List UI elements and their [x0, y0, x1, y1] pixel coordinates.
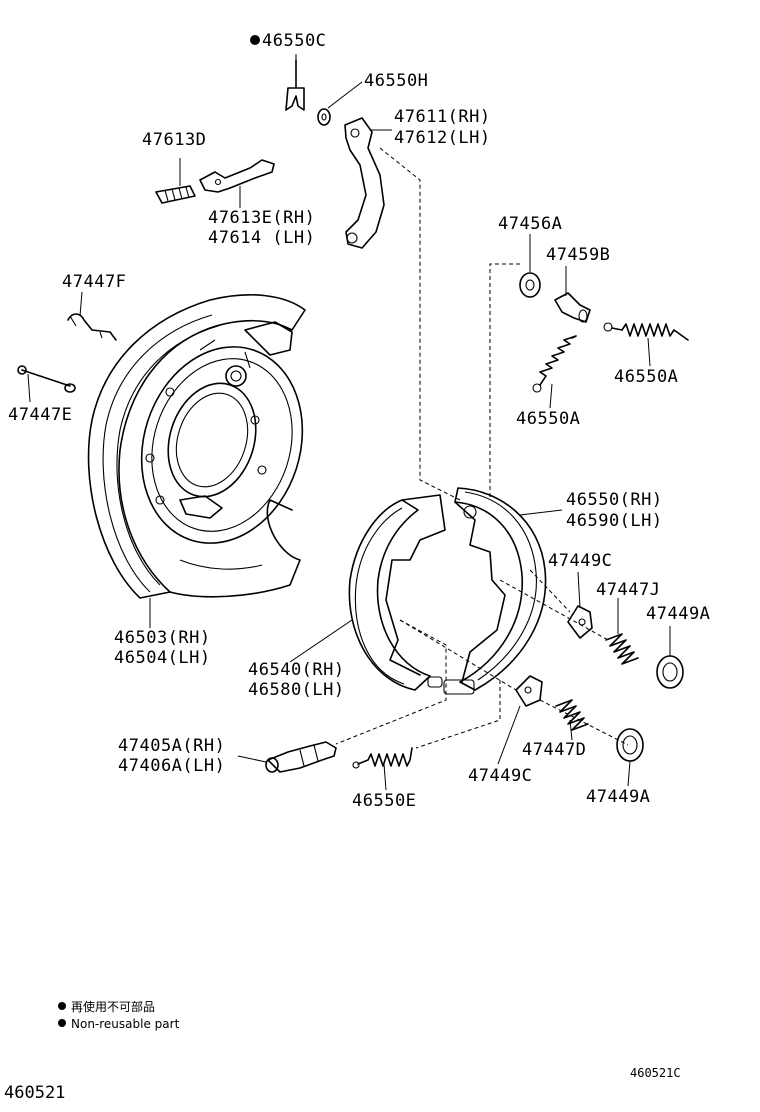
label-46550: 46550(RH) — [566, 490, 663, 510]
cable-bolt-drawing — [17, 313, 117, 393]
legend-text-en: Non-reusable part — [71, 1017, 180, 1031]
label-46504: 46504(LH) — [114, 648, 211, 668]
pin-washer-drawing — [285, 59, 331, 126]
label-46550A-upper: 46550A — [614, 367, 679, 387]
label-46550E: 46550E — [352, 791, 417, 811]
label-47456A: 47456A — [498, 214, 563, 234]
label-46503: 46503(RH) — [114, 628, 211, 648]
non-reusable-marker — [250, 35, 260, 45]
label-46550A-lower: 46550A — [516, 409, 581, 429]
clip-drawing — [155, 185, 196, 204]
assembly-dashed-lines — [335, 147, 629, 749]
label-47406A: 47406A(LH) — [118, 756, 226, 776]
reference-code: 460521C — [630, 1066, 681, 1080]
label-46590: 46590(LH) — [566, 511, 663, 531]
springs-46550A-drawing — [532, 322, 689, 393]
legend-text-cn: 再使用不可部品 — [71, 1000, 156, 1014]
label-47449C-upper: 47449C — [548, 551, 613, 571]
label-47613E: 47613E(RH) — [208, 208, 316, 228]
label-46580: 46580(LH) — [248, 680, 345, 700]
label-47459B: 47459B — [546, 245, 611, 265]
washer-pin-drawing — [519, 272, 591, 323]
legend-bullet — [58, 1002, 66, 1010]
legend-line-chinese: 再使用不可部品 — [58, 999, 155, 1015]
label-47449C-lower: 47449C — [468, 766, 533, 786]
adjuster-drawing — [265, 741, 337, 773]
brake-shoes-drawing — [348, 487, 547, 695]
label-46550C: 46550C — [250, 31, 326, 51]
label-47613D: 47613D — [142, 130, 207, 150]
label-47449A-upper: 47449A — [646, 604, 711, 624]
hold-down-hardware-drawing — [515, 605, 684, 762]
label-47449A-lower: 47449A — [586, 787, 651, 807]
label-47612: 47612(LH) — [394, 128, 491, 148]
label-47447D: 47447D — [522, 740, 587, 760]
leader-lines — [27, 54, 671, 791]
label-47405A: 47405A(RH) — [118, 736, 226, 756]
label-47447E: 47447E — [8, 405, 73, 425]
parking-lever-drawing — [344, 117, 385, 249]
diagram-id: 460521 — [4, 1083, 66, 1103]
label-47614: 47614 (LH) — [208, 228, 316, 248]
label-46550H: 46550H — [364, 71, 429, 91]
spring-46550E-drawing — [352, 747, 413, 769]
backing-plate-drawing — [87, 294, 306, 599]
legend-bullet — [58, 1019, 66, 1027]
part-number: 46550C — [262, 31, 327, 51]
label-47447F: 47447F — [62, 272, 127, 292]
label-46540: 46540(RH) — [248, 660, 345, 680]
strut-drawing — [199, 159, 275, 193]
label-47611: 47611(RH) — [394, 107, 491, 127]
legend-line-english: Non-reusable part — [58, 1016, 179, 1032]
label-47447J: 47447J — [596, 580, 661, 600]
